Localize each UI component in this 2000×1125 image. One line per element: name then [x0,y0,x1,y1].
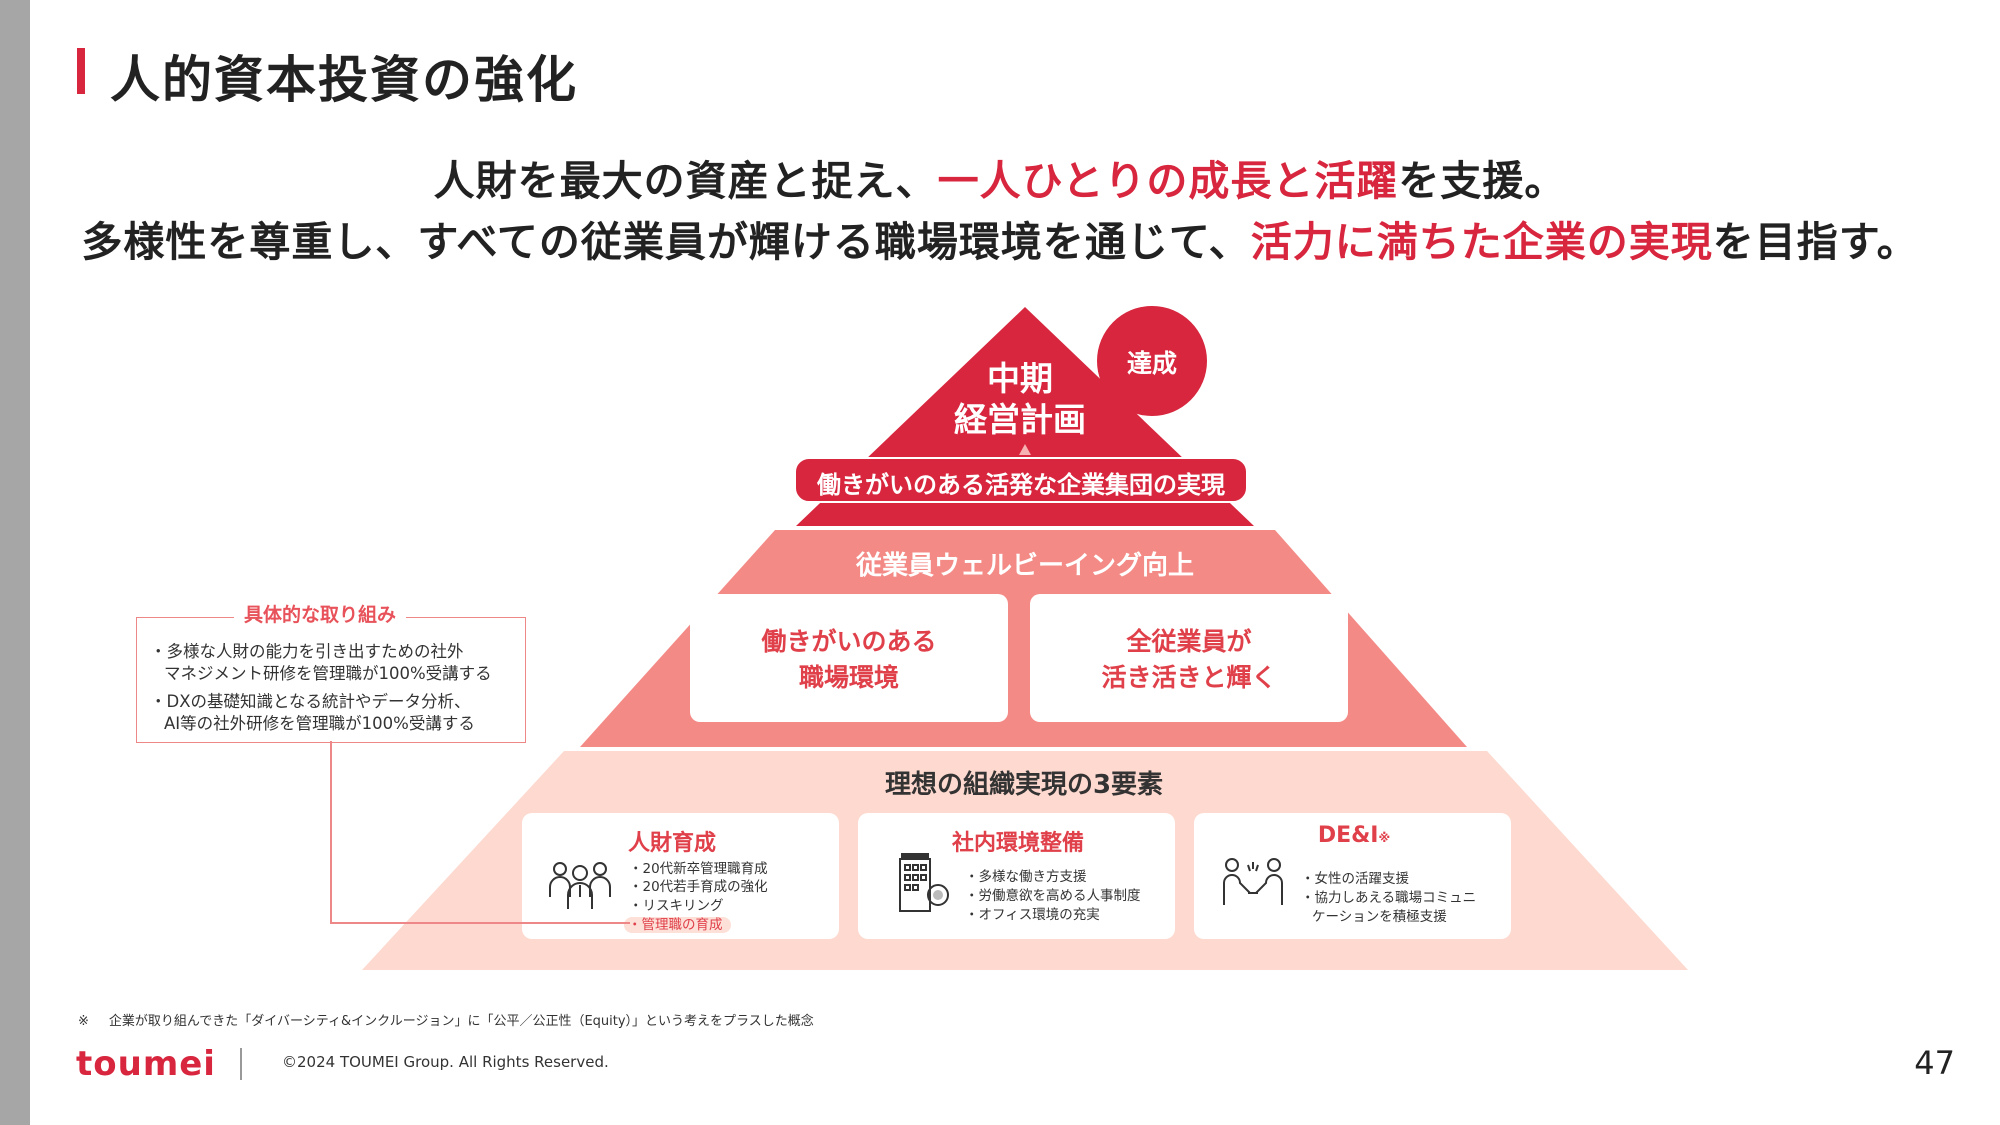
middle-heading: 従業員ウェルビーイング向上 [855,551,1194,581]
subtitle-2-a: 多様性を尊重し、すべての従業員が輝ける職場環境を通じて、 [81,218,1251,266]
middle-box-1: 働きがいのある 職場環境 [690,594,1008,722]
footnote: ※ 企業が取り組んできた「ダイバーシティ&インクルージョン」に「公平／公正性（Eq… [78,1010,814,1029]
top-banner-text: 働きがいのある活発な企業集団の実現 [817,471,1225,499]
middle-box-2-line-1: 全従業員が [1126,627,1252,656]
initiatives-title: 具体的な取り組み [234,600,407,627]
card-2-item-2: ・労働意欲を高める人事制度 [965,888,1141,904]
card-3-item-3: ケーションを積極支援 [1312,909,1447,925]
bottom-heading: 理想の組織実現の3要素 [884,770,1164,800]
subtitle-1-c: を支援。 [1398,157,1567,205]
card-1-item-4: ・管理職の育成 [624,913,731,933]
badge-circle [1097,306,1207,416]
badge-tail [1105,392,1122,418]
initiative-2-line-2: AI等の社外研修を管理職が100%受講する [164,714,475,733]
top-title-line-1: 中期 [987,359,1053,398]
card-talent-development: 人財育成 ・20代新卒管理職育成 ・20代若手育成の強化 ・リスキリング ・管理… [522,813,839,939]
company-logo: toumei [76,1044,216,1084]
subtitle-1-highlight: 一人ひとりの成長と活躍 [937,157,1399,205]
achieved-badge: 達成 [1126,349,1177,378]
arrow-up-icon [1019,444,1031,455]
subtitle-line-1: 人財を最大の資産と捉え、一人ひとりの成長と活躍を支援。 [0,147,2000,207]
page-number: 47 [1914,1044,1955,1082]
middle-box-1-line-1: 働きがいのある [761,627,937,656]
middle-box-2-line-2: 活き活きと輝く [1101,663,1277,692]
people-group-icon [549,862,611,909]
card-1-item-2: ・20代若手育成の強化 [629,879,768,895]
subtitle-2-c: を目指す。 [1712,218,1919,266]
footnote-text: 企業が取り組んできた「ダイバーシティ&インクルージョン」に「公平／公正性（Equ… [108,1014,814,1029]
initiative-1-line-1: ・多様な人財の能力を引き出すための社外 [150,642,464,661]
copyright: ©2024 TOUMEI Group. All Rights Reserved. [282,1053,609,1071]
initiative-2-line-1: ・DXの基礎知識となる統計やデータ分析、 [150,692,471,711]
subtitle-2-highlight: 活力に満ちた企業の実現 [1250,218,1713,266]
connector-line-vertical [330,741,332,923]
handshake-icon [1223,858,1283,905]
initiatives-box [136,617,526,743]
left-sidebar-strip [0,0,30,1125]
page-title: 人的資本投資の強化 [110,51,578,109]
card-workplace-environment: 社内環境整備 ・多様な働き方支援 ・労働意欲を高める人事制度 ・オフィス環境の充… [858,813,1175,939]
card-2-title: 社内環境整備 [951,831,1084,856]
card-1-item-1: ・20代新卒管理職育成 [629,861,768,877]
footnote-mark: ※ [78,1014,89,1029]
card-1-item-4-highlight: ・管理職の育成 [624,917,731,933]
initiative-1-line-2: マネジメント研修を管理職が100%受講する [164,664,492,683]
footer-separator [240,1048,242,1080]
office-building-icon [899,853,949,912]
title-accent-bar [77,48,85,94]
card-1-title: 人財育成 [627,831,716,856]
card-3-title-wrap: DE&I※ [1274,823,1434,848]
subtitle-1-a: 人財を最大の資産と捉え、 [433,157,938,205]
middle-box-1-line-2: 職場環境 [798,663,899,692]
card-dei: DE&I※ ・女性の活躍支援 ・協力しあえる職場コミュニ ケーションを積極支援 [1194,813,1511,939]
card-2-item-3: ・オフィス環境の充実 [965,907,1100,923]
card-3-title-mark: ※ [1378,831,1391,845]
card-3-title: DE&I [1317,823,1379,848]
card-3-item-1: ・女性の活躍支援 [1301,871,1409,887]
card-3-item-2: ・協力しあえる職場コミュニ [1301,890,1477,906]
top-title-line-2: 経営計画 [954,400,1086,439]
top-banner-bg [794,457,1248,503]
subtitle-line-2: 多様性を尊重し、すべての従業員が輝ける職場環境を通じて、活力に満ちた企業の実現を… [0,208,2000,268]
card-2-item-1: ・多様な働き方支援 [965,869,1087,885]
card-1-item-3: ・リスキリング [629,898,724,914]
connector-line-horizontal [330,922,630,924]
middle-box-2: 全従業員が 活き活きと輝く [1030,594,1348,722]
